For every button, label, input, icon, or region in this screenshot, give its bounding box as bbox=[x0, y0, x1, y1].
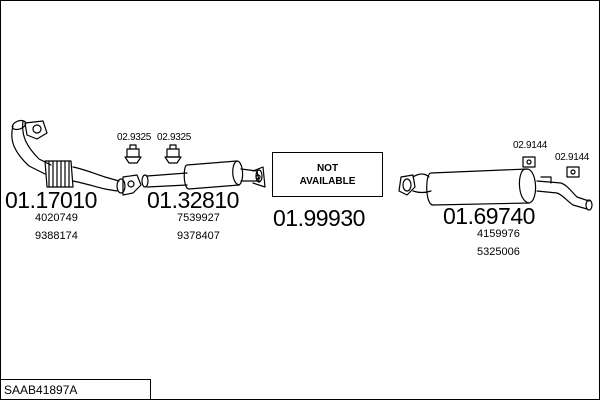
mount-label-right-a: 02.9144 bbox=[513, 140, 548, 151]
part-number-front-pipe: 01.17010 bbox=[5, 187, 97, 213]
rubber-mounts-right bbox=[522, 156, 580, 178]
mount-label-right-b: 02.9144 bbox=[555, 152, 590, 163]
ref-number: 7539927 bbox=[177, 212, 220, 224]
not-available-line2: AVAILABLE bbox=[299, 175, 356, 187]
rubber-mounts-left bbox=[124, 144, 182, 164]
mount-label-left-b: 02.9325 bbox=[157, 132, 192, 143]
ref-number: 5325006 bbox=[477, 246, 520, 258]
ref-number: 4020749 bbox=[35, 212, 78, 224]
mount-label-left-a: 02.9325 bbox=[117, 132, 152, 143]
ref-number: 9378407 bbox=[177, 230, 220, 242]
not-available-line1: NOT bbox=[316, 162, 339, 174]
not-available-box: NOT AVAILABLE bbox=[272, 152, 383, 197]
ref-number: 4159976 bbox=[477, 228, 520, 240]
part-number-unavailable: 01.99930 bbox=[273, 205, 365, 231]
front-pipe-drawing bbox=[11, 119, 142, 196]
middle-pipe-drawing bbox=[141, 160, 266, 190]
part-number-rear-silencer: 01.69740 bbox=[443, 203, 535, 229]
vehicle-code-box: SAAB41897A bbox=[1, 379, 151, 399]
part-number-middle-pipe: 01.32810 bbox=[147, 187, 239, 213]
rear-silencer-drawing bbox=[398, 168, 593, 211]
vehicle-code: SAAB41897A bbox=[4, 383, 78, 397]
ref-number: 9388174 bbox=[35, 230, 78, 242]
